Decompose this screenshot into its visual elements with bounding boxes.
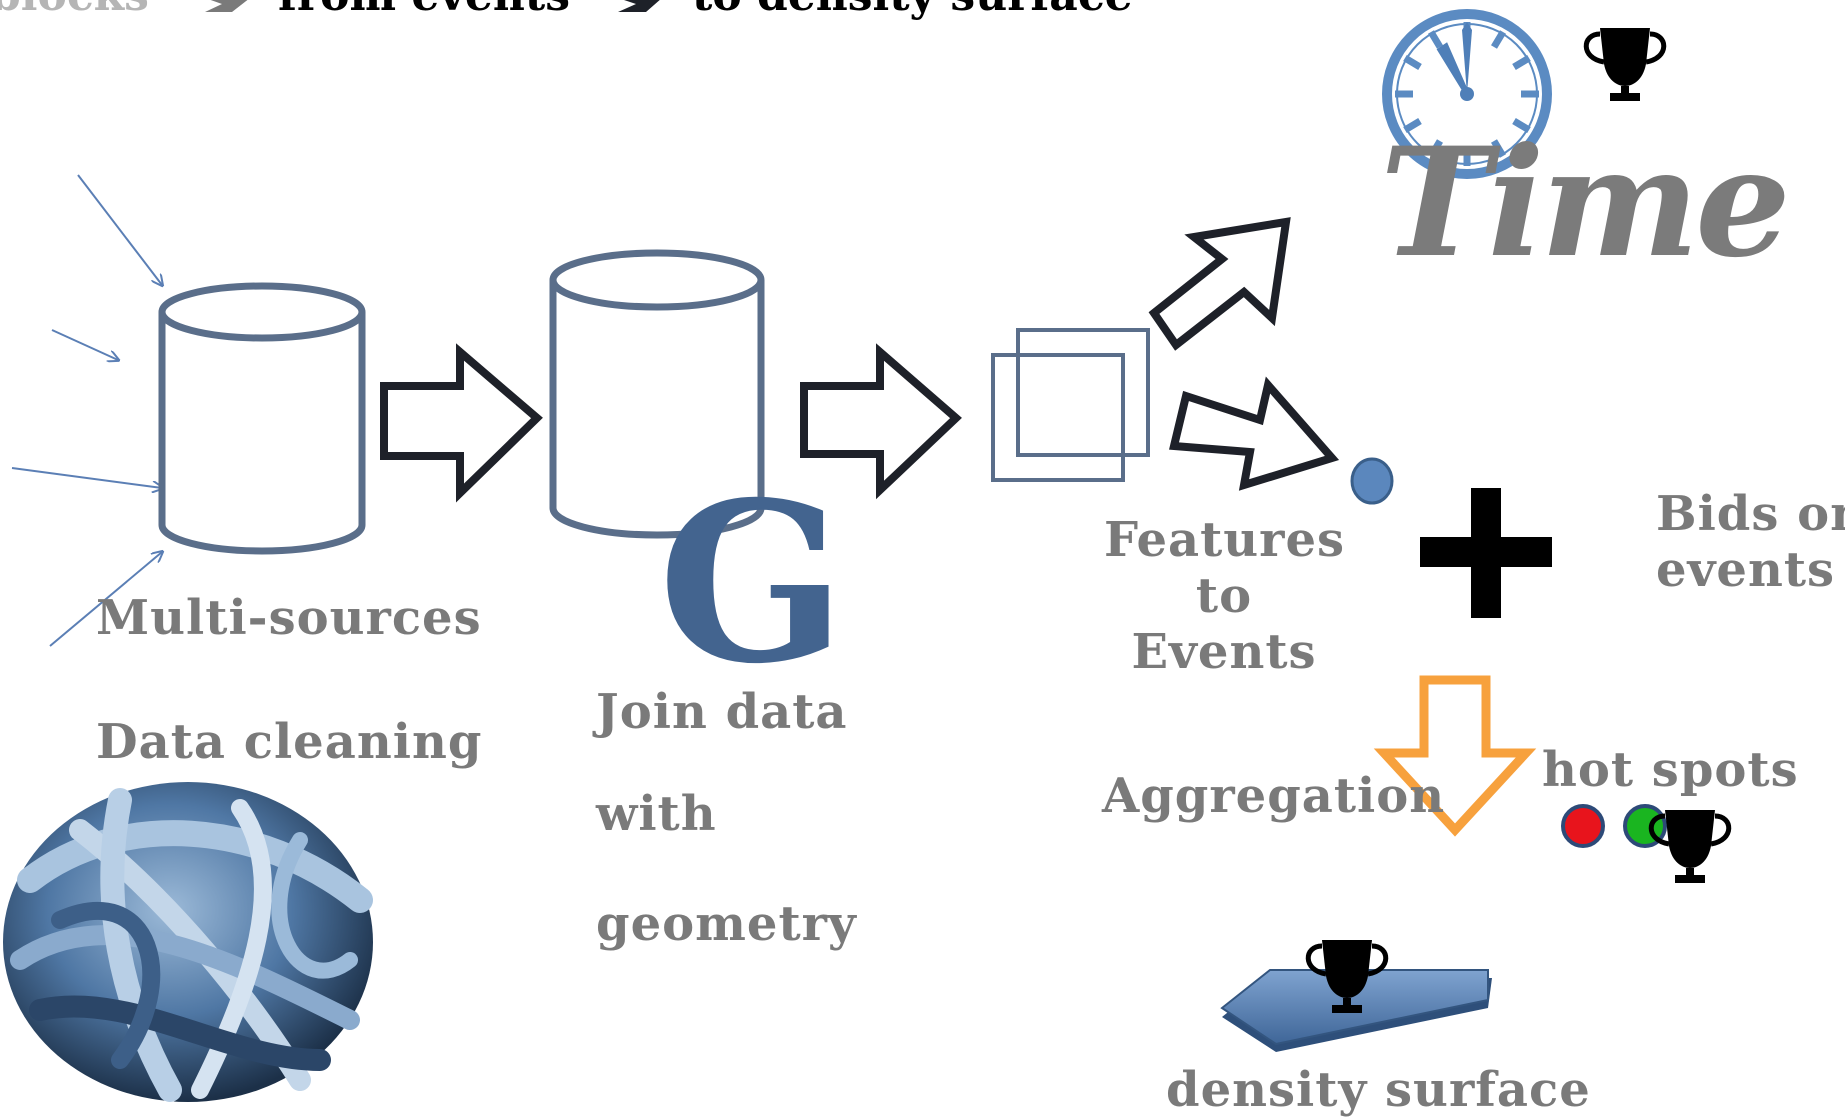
time-logo: Time <box>1380 115 1791 291</box>
incoming-arrows <box>11 174 162 647</box>
chevron-right-icon <box>205 0 248 12</box>
arrow-up-right-icon <box>1148 217 1291 351</box>
overlap-squares-icon <box>991 328 1150 482</box>
join-data-label: Join data <box>596 684 848 740</box>
geometry-letter: G <box>658 453 846 712</box>
density-surface-label: density surface <box>1166 1062 1591 1118</box>
hot-spot-red-dot <box>1561 804 1605 848</box>
arrow-right-icon <box>800 343 962 500</box>
features-to-events-label: Features to Events <box>1104 512 1344 680</box>
arrow-right-icon <box>380 343 543 503</box>
join-with-label: with <box>596 786 717 842</box>
aggregation-label: Aggregation <box>1102 768 1446 824</box>
breadcrumb: blocks from events to density surface <box>0 0 1845 22</box>
breadcrumb-step: blocks <box>0 0 149 21</box>
breadcrumb-step: to density surface <box>692 0 1133 21</box>
bids-on-events-label: Bids on events <box>1656 486 1845 598</box>
data-cleaning-label: Data cleaning <box>96 714 483 770</box>
multi-sources-label: Multi-sources <box>96 590 482 646</box>
trophy-icon <box>1583 28 1667 101</box>
plus-icon <box>1420 488 1552 618</box>
yarn-ball-icon <box>3 782 373 1102</box>
event-dot <box>1350 457 1394 505</box>
features-line: Events <box>1131 624 1317 680</box>
breadcrumb-step: from events <box>278 0 570 21</box>
arrow-down-icon <box>1373 675 1537 837</box>
database-icon <box>549 249 765 539</box>
database-icon <box>158 282 366 555</box>
hot-spots-label: hot spots <box>1542 742 1799 798</box>
chevron-right-icon <box>618 0 660 12</box>
features-line: to <box>1195 568 1253 624</box>
arrow-down-right-icon <box>1169 376 1340 491</box>
features-line: Features <box>1104 512 1346 568</box>
trophy-icon <box>1648 810 1732 883</box>
bids-line: events <box>1656 542 1836 598</box>
bids-line: Bids on <box>1656 486 1845 542</box>
clock-icon <box>1382 9 1552 179</box>
join-geometry-label: geometry <box>596 896 857 952</box>
trophy-icon <box>1305 940 1389 1013</box>
